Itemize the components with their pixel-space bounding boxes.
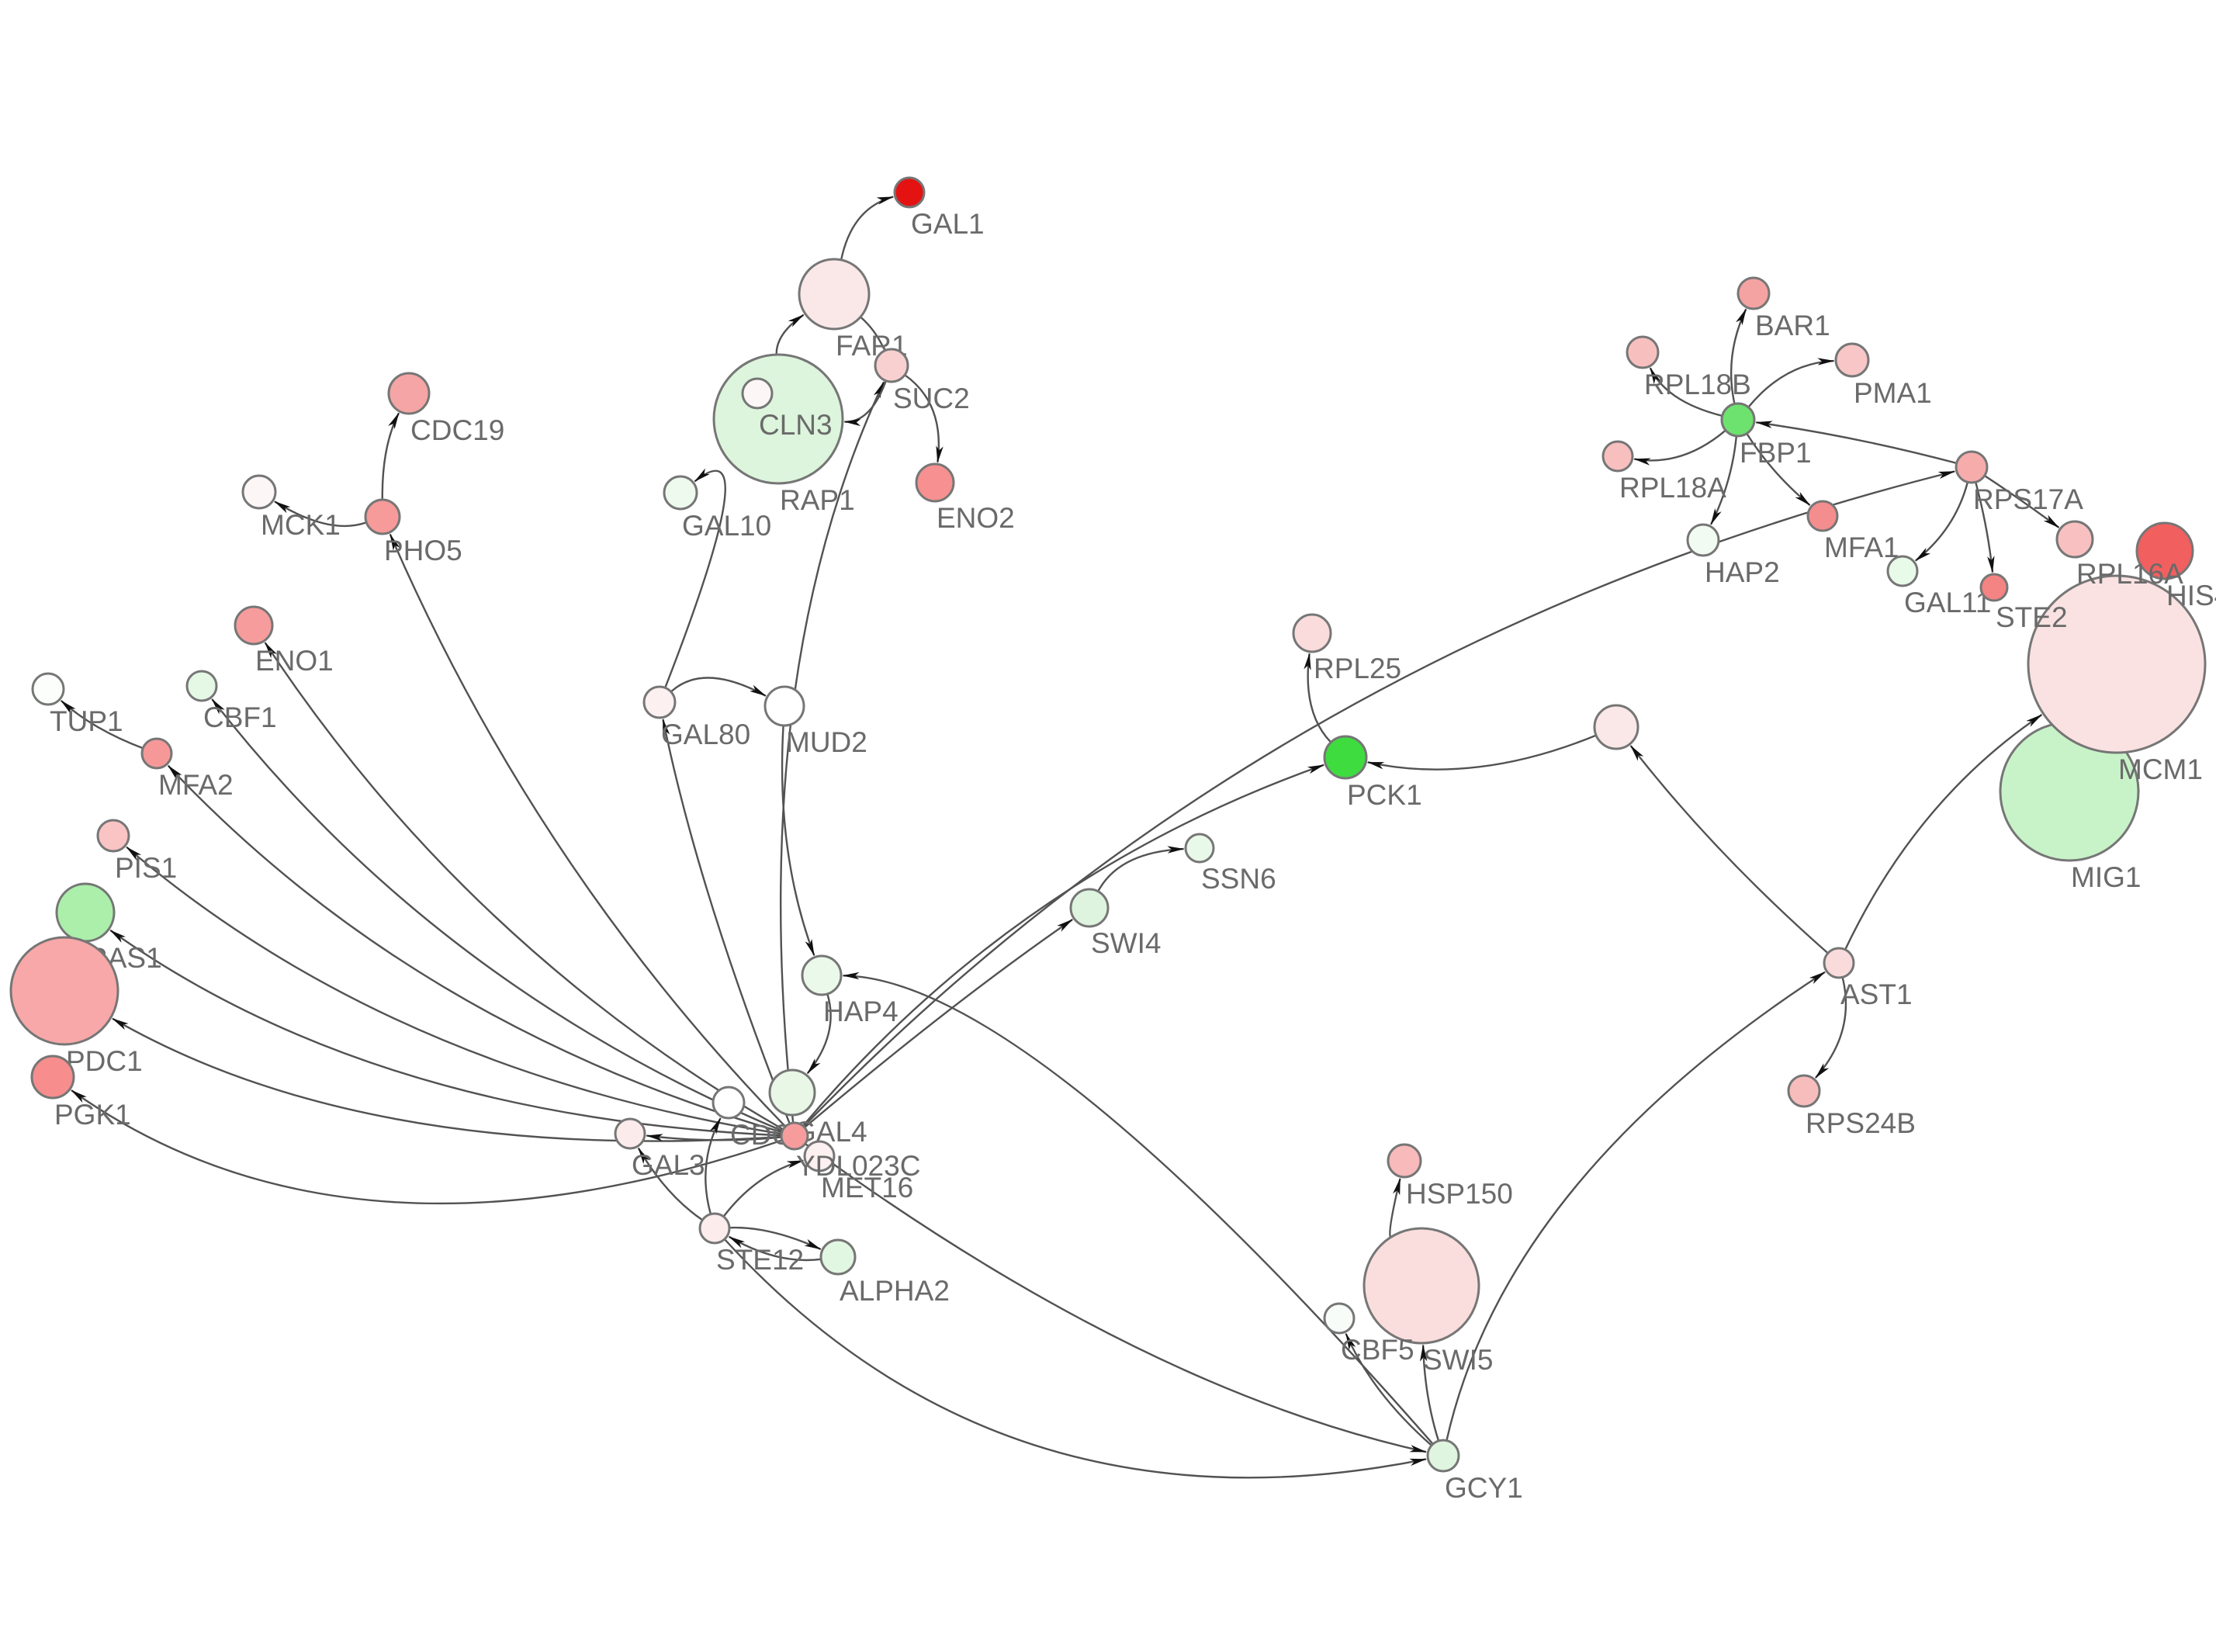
svg-text:AST1: AST1 (1840, 978, 1913, 1010)
svg-text:FBP1: FBP1 (1740, 437, 1812, 469)
svg-text:GAL80: GAL80 (661, 719, 750, 750)
svg-text:CLN3: CLN3 (759, 409, 833, 441)
svg-text:SWI4: SWI4 (1091, 927, 1161, 959)
svg-text:SSN6: SSN6 (1201, 863, 1276, 895)
svg-text:MCM1: MCM1 (2118, 753, 2203, 785)
svg-text:GAL11: GAL11 (1904, 587, 1991, 618)
svg-text:HSP150: HSP150 (1406, 1178, 1513, 1210)
svg-text:GCY1: GCY1 (1445, 1472, 1523, 1504)
svg-text:MIG1: MIG1 (2071, 861, 2141, 893)
svg-text:CDC19: CDC19 (410, 414, 504, 446)
svg-text:GAL10: GAL10 (682, 510, 771, 542)
svg-text:RAP1: RAP1 (780, 484, 855, 516)
svg-text:BAR1: BAR1 (1755, 310, 1830, 341)
svg-text:RPL18B: RPL18B (1644, 369, 1751, 400)
svg-text:PIS1: PIS1 (115, 852, 177, 884)
svg-text:TUP1: TUP1 (50, 705, 123, 737)
svg-text:STE12: STE12 (716, 1244, 804, 1276)
svg-text:RPS24B: RPS24B (1806, 1107, 1916, 1139)
svg-text:PMA1: PMA1 (1854, 377, 1932, 409)
svg-text:RPS17A: RPS17A (1973, 483, 2083, 515)
svg-text:CBF1: CBF1 (203, 701, 277, 733)
svg-text:ENO1: ENO1 (255, 645, 334, 677)
svg-text:HAP4: HAP4 (823, 996, 899, 1027)
svg-text:MUD2: MUD2 (786, 726, 867, 758)
svg-text:RPL18A: RPL18A (1619, 472, 1726, 504)
svg-text:MET16: MET16 (821, 1172, 913, 1204)
svg-text:RPL16A: RPL16A (2076, 558, 2183, 590)
svg-text:ALPHA2: ALPHA2 (840, 1275, 950, 1307)
svg-text:SWI5: SWI5 (1423, 1344, 1493, 1376)
svg-text:STE2: STE2 (1996, 601, 2068, 633)
svg-text:PCK1: PCK1 (1347, 779, 1422, 811)
svg-text:ENO2: ENO2 (937, 502, 1015, 534)
svg-text:PDC1: PDC1 (66, 1045, 143, 1077)
svg-text:HAP2: HAP2 (1705, 556, 1780, 588)
svg-text:RPL25: RPL25 (1314, 653, 1401, 684)
svg-text:MCK1: MCK1 (261, 509, 341, 541)
svg-text:MFA1: MFA1 (1824, 532, 1899, 563)
svg-text:SUC2: SUC2 (893, 383, 970, 414)
svg-text:CBF5: CBF5 (1341, 1334, 1414, 1366)
svg-text:PGK1: PGK1 (54, 1099, 131, 1131)
svg-text:MFA2: MFA2 (158, 769, 234, 801)
svg-text:YDL023C: YDL023C (796, 1150, 920, 1182)
svg-text:GAL1: GAL1 (911, 208, 985, 240)
svg-text:PHO5: PHO5 (384, 535, 462, 566)
svg-text:GAL3: GAL3 (632, 1149, 705, 1181)
svg-text:HIS4: HIS4 (2166, 580, 2216, 611)
